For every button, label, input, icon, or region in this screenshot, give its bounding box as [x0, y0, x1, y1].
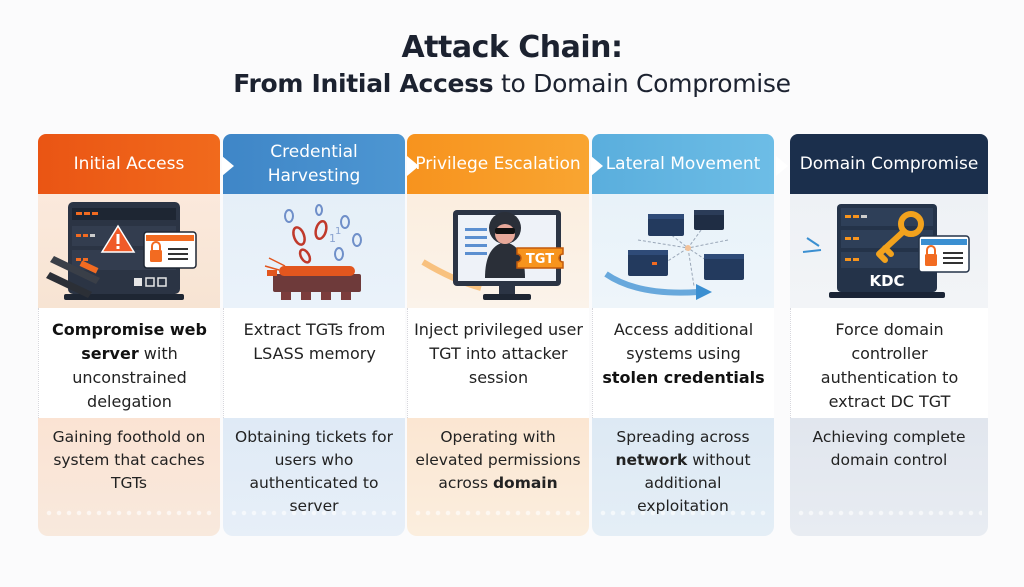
- diagram-title: Attack Chain: From Initial Access to Dom…: [0, 30, 1024, 98]
- stage-title: Initial Access: [73, 154, 185, 174]
- text-run: Extract TGTs from LSASS memory: [243, 320, 386, 363]
- stage-outcome: Spreading across network without additio…: [592, 418, 774, 536]
- stage-outcome-text: Achieving complete domain control: [796, 426, 982, 536]
- title-line-2-bold: From Initial Access: [233, 69, 494, 98]
- emphasis-text: Compromise: [52, 320, 165, 339]
- text-run: Achieving complete domain control: [812, 428, 966, 469]
- stage-action: Compromise web server with unconstrained…: [38, 308, 220, 418]
- stage-action: Inject privileged user TGT into attacker…: [407, 308, 589, 418]
- stage-title: Privilege Escalation: [415, 154, 581, 174]
- stage-action-text: Inject privileged user TGT into attacker…: [414, 318, 583, 390]
- kdc-label: KDC: [869, 272, 904, 290]
- stage-outcome: Gaining foothold on system that caches T…: [38, 418, 220, 536]
- stage-privilege-escalation: Privilege Escalation TGT Inject privileg…: [407, 134, 603, 536]
- emphasis-text: domain: [492, 474, 558, 492]
- title-line-2: From Initial Access to Domain Compromise: [0, 69, 1024, 98]
- stage-lateral-movement: Lateral Movement Access additional syste…: [592, 134, 788, 536]
- text-run: with unconstrained delegation: [72, 344, 187, 411]
- stage-outcome: Obtaining tickets for users who authenti…: [223, 418, 405, 536]
- stage-action-text: Extract TGTs from LSASS memory: [230, 318, 399, 366]
- tgt-label: TGT: [526, 252, 554, 267]
- emphasis-text: stolen credentials: [602, 368, 765, 387]
- stage-action: Extract TGTs from LSASS memory: [223, 308, 405, 418]
- stage-outcome: Operating with elevated permissions acro…: [407, 418, 589, 536]
- compromised-server-icon: [38, 194, 220, 308]
- stage-initial-access: Initial Access Compromise web server wit…: [38, 134, 234, 536]
- kdc-server-key-icon: KDC: [790, 194, 988, 308]
- stage-header: Privilege Escalation: [407, 134, 603, 194]
- text-run: Gaining foothold on system that caches T…: [52, 428, 206, 492]
- stage-action-text: Force domain controller authentication t…: [797, 318, 982, 414]
- text-run: Inject privileged user TGT into attacker…: [414, 320, 583, 387]
- chevron-right-icon: [407, 156, 419, 176]
- hacker-tgt-ticket-icon: TGT: [407, 194, 589, 308]
- stage-header: Credential Harvesting: [223, 134, 419, 194]
- stage-outcome-text: Obtaining tickets for users who authenti…: [229, 426, 399, 536]
- svg-text:1: 1: [335, 226, 341, 237]
- text-run: Operating with elevated permissions acro…: [415, 428, 581, 492]
- memory-chip-extraction-icon: 1 1: [223, 194, 405, 308]
- title-line-2-rest: to Domain Compromise: [493, 69, 791, 98]
- title-line-1: Attack Chain:: [401, 30, 623, 65]
- stage-title: Domain Compromise: [799, 154, 979, 174]
- chevron-right-icon: [776, 156, 788, 176]
- svg-text:1: 1: [329, 232, 336, 245]
- stage-title: Lateral Movement: [605, 154, 761, 174]
- chevron-right-icon: [222, 156, 234, 176]
- text-run: Obtaining tickets for users who authenti…: [235, 428, 393, 515]
- stage-action: Access additional systems using stolen c…: [592, 308, 774, 418]
- stage-header: Initial Access: [38, 134, 234, 194]
- text-run: Force domain controller authentication t…: [820, 320, 959, 411]
- stage-header: Lateral Movement: [592, 134, 788, 194]
- stage-action-text: Access additional systems using stolen c…: [599, 318, 768, 390]
- stage-domain-compromise: Domain Compromise KDC Force domain contr…: [790, 134, 988, 536]
- stage-outcome: Achieving complete domain control: [790, 418, 988, 536]
- stage-title: Credential Harvesting: [267, 142, 361, 186]
- text-run: Spreading across: [616, 428, 750, 446]
- text-run: Access additional systems using: [613, 320, 754, 363]
- stage-action: Force domain controller authentication t…: [790, 308, 988, 418]
- stage-outcome-text: Operating with elevated permissions acro…: [413, 426, 583, 536]
- emphasis-text: web server: [81, 320, 207, 363]
- stage-action-text: Compromise web server with unconstrained…: [45, 318, 214, 414]
- emphasis-text: network: [615, 451, 688, 469]
- chevron-right-icon: [591, 156, 603, 176]
- stage-outcome-text: Spreading across network without additio…: [598, 426, 768, 536]
- stage-outcome-text: Gaining foothold on system that caches T…: [44, 426, 214, 536]
- network-servers-icon: [592, 194, 774, 308]
- stage-credential-harvesting: Credential Harvesting 1 1 Extract TGTs f…: [223, 134, 419, 536]
- stage-header: Domain Compromise: [790, 134, 988, 194]
